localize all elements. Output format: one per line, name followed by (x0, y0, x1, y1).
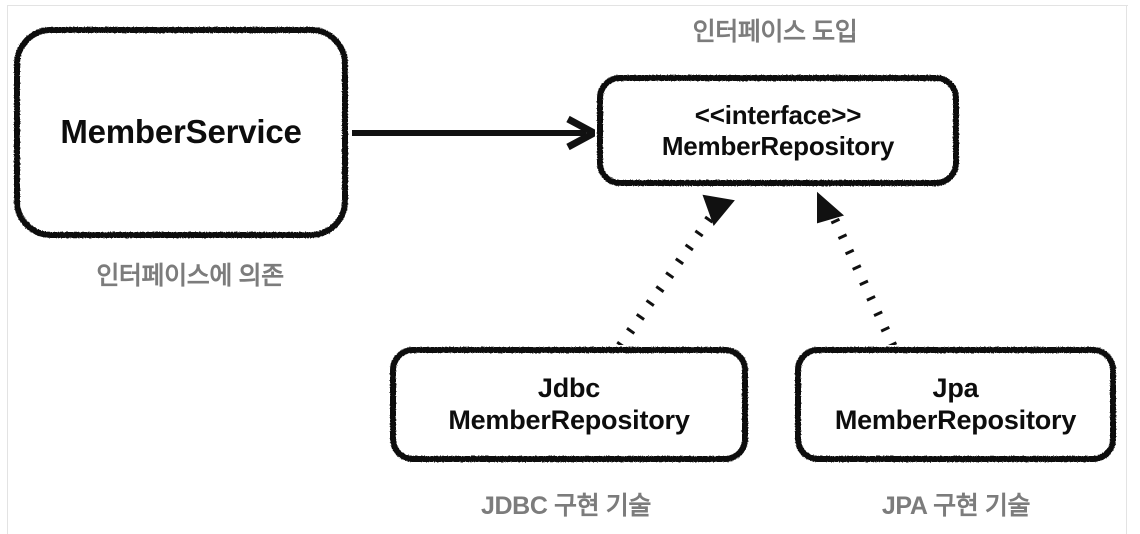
caption-jpa-tech: JPA 구현 기술 (881, 492, 1031, 520)
node-jdbc-member-repository[interactable]: Jdbc MemberRepository (388, 345, 750, 464)
node-label: MemberService (60, 113, 302, 151)
edge-jdbc-implements-member-repository (616, 194, 735, 349)
caption-interface-intro: 인터페이스 도입 (692, 18, 858, 46)
node-label: <<interface>> MemberRepository (661, 100, 895, 161)
node-jpa-member-repository[interactable]: Jpa MemberRepository (793, 345, 1118, 464)
node-label: Jdbc MemberRepository (448, 373, 690, 435)
node-label: Jpa MemberRepository (834, 373, 1077, 435)
page-rule-top (7, 5, 1128, 6)
page-rule-left (7, 5, 8, 534)
edge-jpa-implements-member-repository (817, 191, 898, 348)
node-member-service[interactable]: MemberService (12, 25, 350, 240)
caption-jdbc-tech: JDBC 구현 기술 (481, 492, 651, 520)
caption-depends-on-interface: 인터페이스에 의존 (96, 262, 284, 290)
edge-member-service-uses-member-repository (352, 115, 602, 151)
node-member-repository[interactable]: <<interface>> MemberRepository (595, 73, 961, 188)
page-rule-right (1126, 5, 1127, 534)
